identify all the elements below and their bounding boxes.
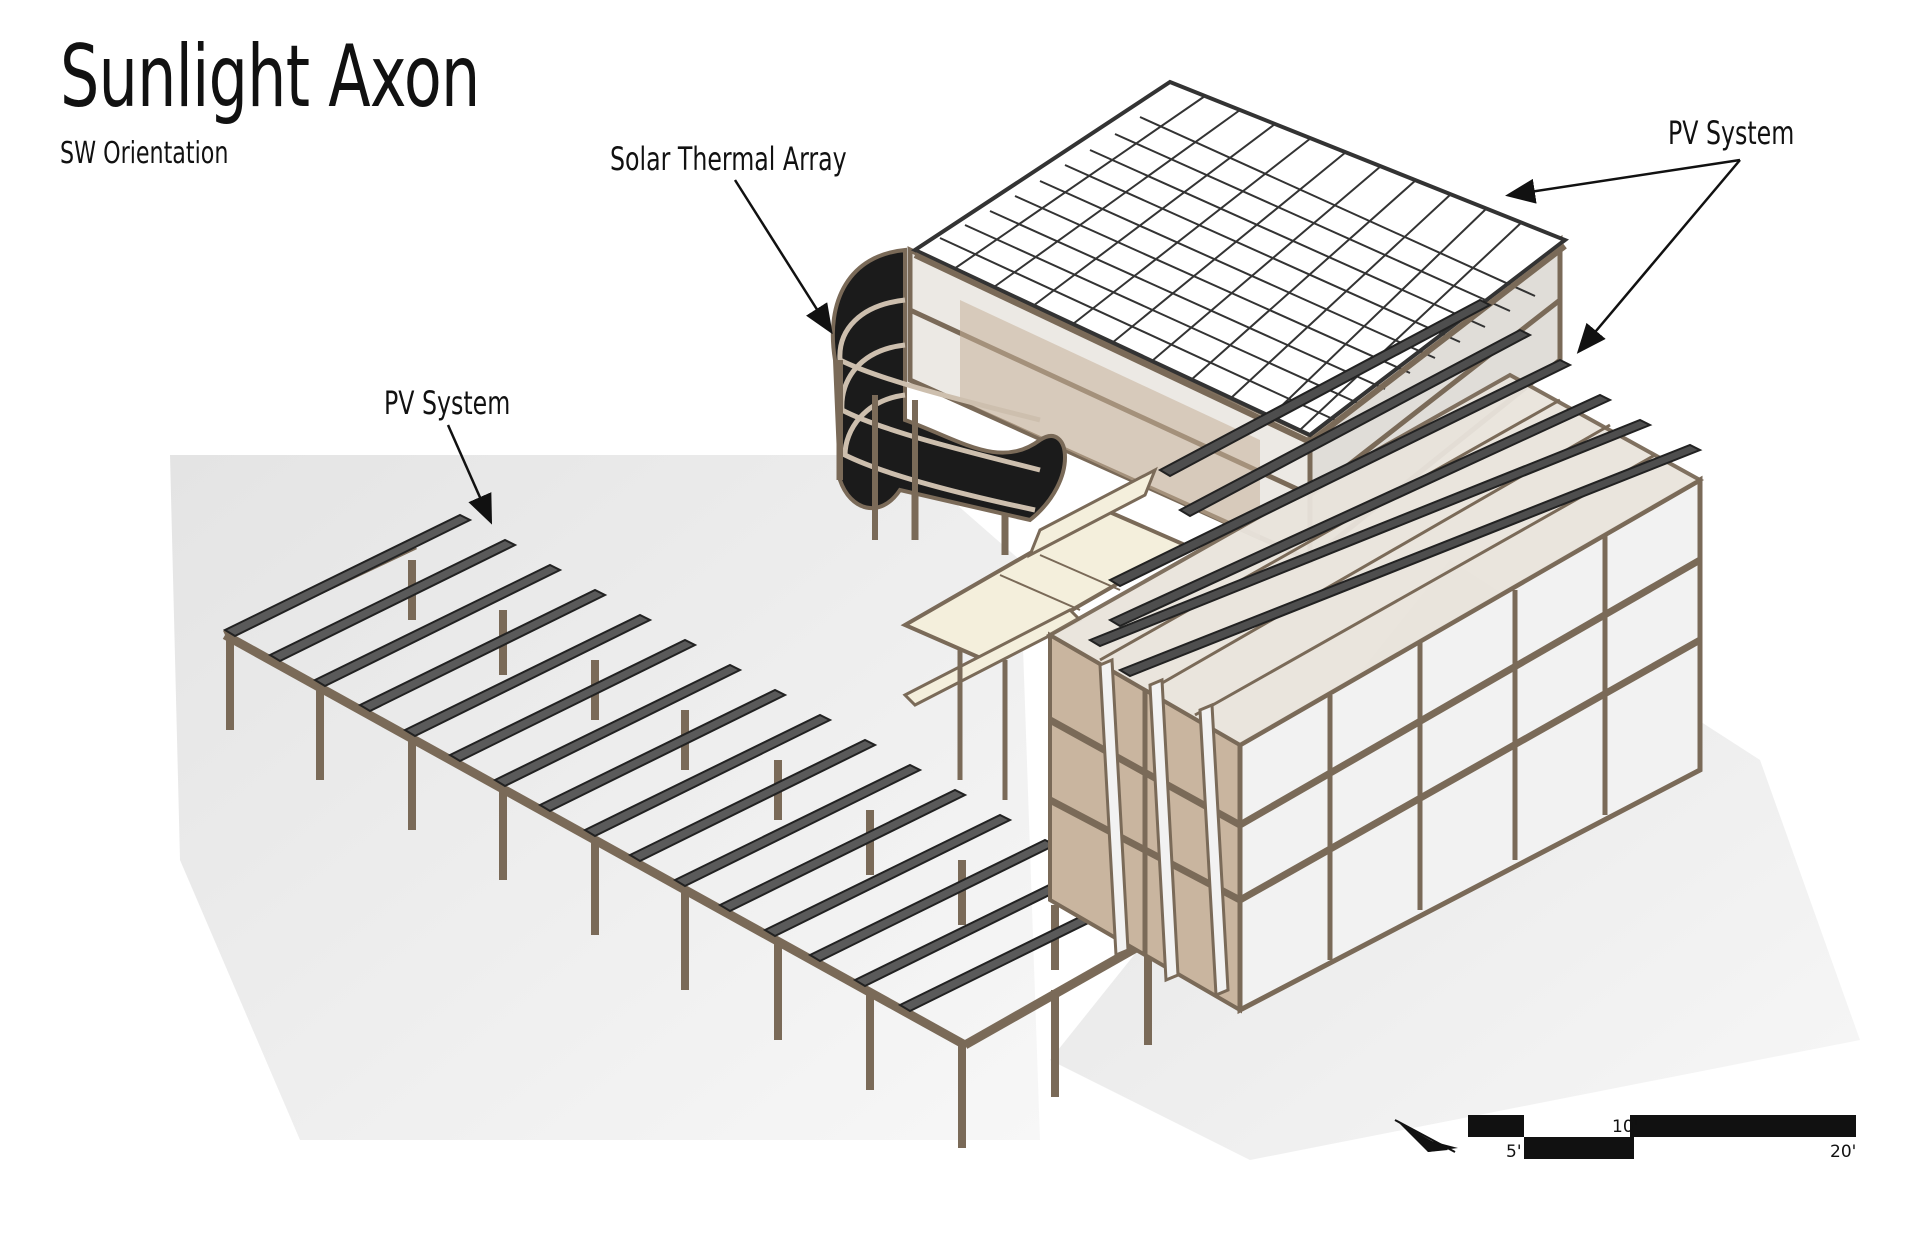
scale-label-5: 5' — [1506, 1142, 1522, 1162]
pv-louvers-right — [1087, 298, 1703, 678]
solar-thermal-array — [830, 247, 1067, 540]
callout-pv-right: PV System — [1668, 114, 1795, 152]
callout-solar-thermal: Solar Thermal Array — [610, 140, 847, 178]
pv-slats-left — [222, 513, 1148, 1013]
scale-bar — [1468, 1115, 1856, 1159]
callout-arrows — [446, 158, 1741, 525]
roof-pv-grid — [939, 95, 1536, 431]
drawing-subtitle: SW Orientation — [60, 136, 229, 171]
pergola-pv-left — [222, 513, 1153, 1148]
scale-label-10: 10' — [1612, 1117, 1639, 1137]
callout-pv-left: PV System — [384, 384, 511, 422]
main-block — [1045, 298, 1705, 1015]
north-arrow-icon — [1394, 1119, 1458, 1153]
scale-label-20: 20' — [1830, 1142, 1857, 1162]
drawing-title: Sunlight Axon — [60, 27, 480, 127]
